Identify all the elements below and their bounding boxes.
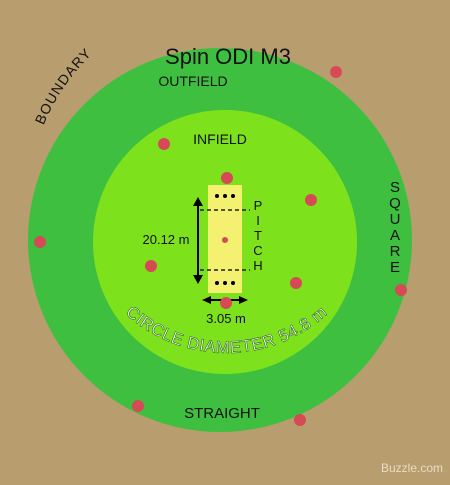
fielder-dot — [290, 277, 302, 289]
fielders — [34, 66, 407, 426]
fielder-dot — [221, 172, 233, 184]
fielder-dot — [158, 138, 170, 150]
watermark: Buzzle.com — [381, 461, 443, 475]
pitch-length-label: 20.12 m — [143, 232, 190, 247]
diagram-title: Spin ODI M3 — [165, 44, 291, 69]
fielder-dot — [395, 284, 407, 296]
pitch-width-label: 3.05 m — [206, 311, 246, 326]
outfield-label: OUTFIELD — [158, 73, 227, 89]
straight-label: STRAIGHT — [184, 405, 260, 422]
fielder-dot — [34, 236, 46, 248]
pitch-length-arrow — [193, 197, 203, 284]
stumps-bottom — [215, 281, 235, 285]
fielder-dot — [305, 194, 317, 206]
infield-label: INFIELD — [193, 131, 247, 147]
fielder-dot — [294, 414, 306, 426]
stumps-top — [215, 194, 235, 198]
fielder-dot — [220, 297, 232, 309]
fielder-dot — [145, 260, 157, 272]
fielder-dot — [330, 66, 342, 78]
bowler-ball-dot — [222, 237, 228, 243]
fielder-dot — [132, 400, 144, 412]
